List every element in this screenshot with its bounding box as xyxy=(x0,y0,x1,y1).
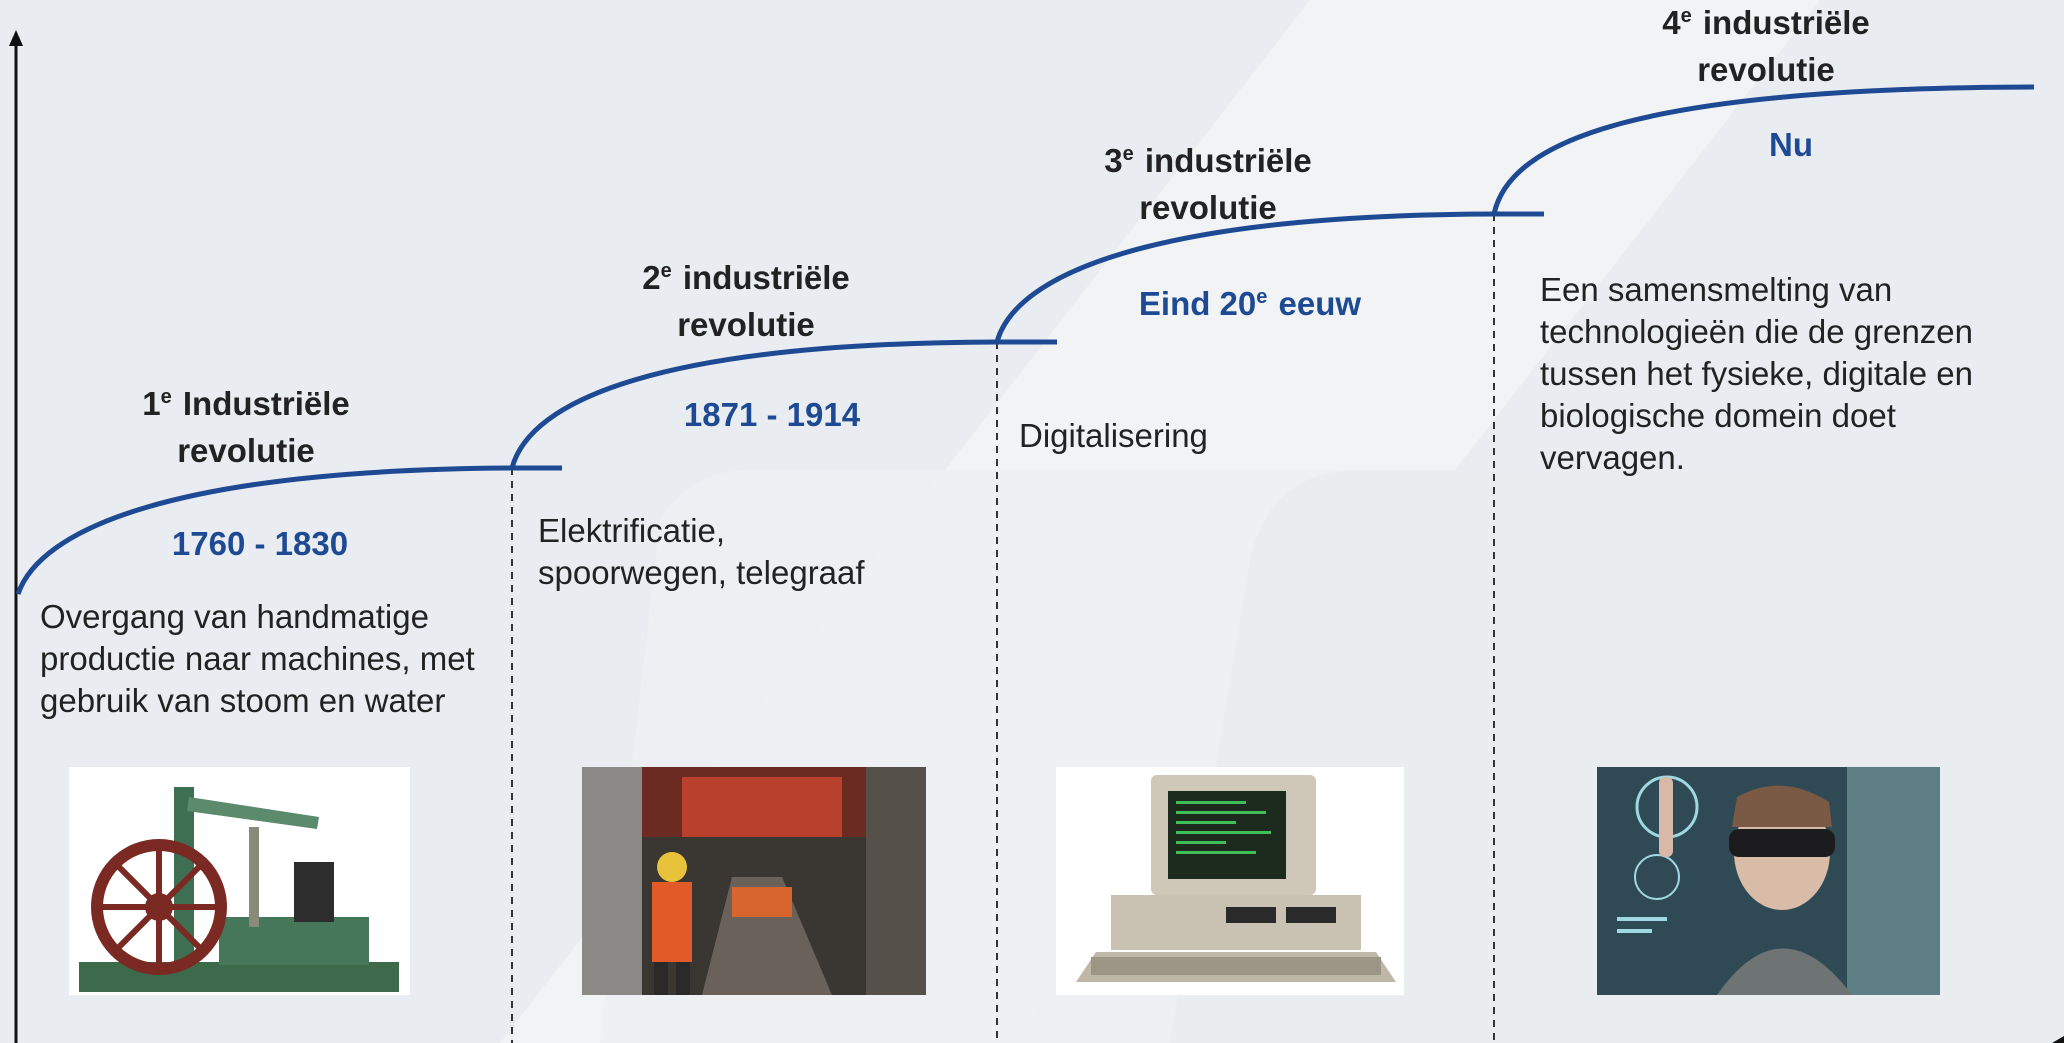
revolution-4-title-line2: revolutie xyxy=(1697,51,1835,88)
revolution-1-title-rest: Industriële xyxy=(173,385,350,422)
curve-4 xyxy=(1491,84,2035,215)
revolution-4-title-sup: e xyxy=(1680,5,1692,27)
y-axis-arrow xyxy=(9,30,23,46)
revolution-4-date: Nu xyxy=(1641,124,1941,166)
revolution-3-title-rest: industriële xyxy=(1135,142,1312,179)
revolution-2-description: Elektrificatie, spoorwegen, telegraaf xyxy=(538,512,865,591)
steam-engine-image xyxy=(69,767,410,995)
revolution-3-date: Eind 20e eeuw xyxy=(1100,283,1400,330)
revolution-4-description: Een samensmelting van technologieën die … xyxy=(1540,271,1974,476)
x-axis-arrow xyxy=(2052,1036,2064,1043)
revolution-4-title-rest: industriële xyxy=(1693,4,1870,41)
revolution-2-title-num: 2 xyxy=(642,259,661,296)
revolution-3-title: 3e industriële revolutie xyxy=(1062,140,1354,229)
steam-engine-icon xyxy=(69,767,410,995)
revolution-1-description: Overgang van handmatige productie naar m… xyxy=(40,598,475,719)
railway-workers-image xyxy=(582,767,926,995)
personal-computer-icon xyxy=(1056,767,1404,995)
revolution-2-date-text: 1871 - 1914 xyxy=(683,396,861,433)
revolution-4-title-num: 4 xyxy=(1662,4,1681,41)
revolution-3-description: Digitalisering xyxy=(1019,417,1208,454)
revolution-4-title: 4e industriële revolutie xyxy=(1620,2,1912,91)
revolution-2-date: 1871 - 1914 xyxy=(622,394,922,436)
curve-3 xyxy=(994,211,1544,343)
revolution-2-title-sup: e xyxy=(660,260,672,282)
revolution-1-date-text: 1760 - 1830 xyxy=(171,525,349,562)
mixed-reality-headset-image xyxy=(1597,767,1940,995)
curve-1 xyxy=(15,465,562,595)
railway-workers-icon xyxy=(582,767,926,995)
revolution-3-date-rest: eeuw xyxy=(1269,285,1362,322)
revolution-1-date: 1760 - 1830 xyxy=(110,523,410,565)
revolution-1-title-num: 1 xyxy=(142,385,161,422)
revolution-4-date-text: Nu xyxy=(1769,126,1813,163)
revolution-1-title: 1e Industriële revolutie xyxy=(100,383,392,472)
revolution-3-date-sup: e xyxy=(1256,286,1268,308)
revolution-1-title-line2: revolutie xyxy=(177,432,315,469)
revolution-1-title-sup: e xyxy=(160,386,172,408)
mixed-reality-headset-icon xyxy=(1597,767,1940,995)
revolution-3-title-num: 3 xyxy=(1104,142,1123,179)
revolution-3-title-sup: e xyxy=(1122,143,1134,165)
curve-2 xyxy=(509,339,1057,469)
revolution-2-title: 2e industriële revolutie xyxy=(600,257,892,346)
revolution-3-title-line2: revolutie xyxy=(1139,189,1277,226)
revolution-3-date-text: Eind 20 xyxy=(1138,285,1257,322)
personal-computer-image xyxy=(1056,767,1404,995)
revolution-2-title-line2: revolutie xyxy=(677,306,815,343)
revolution-2-title-rest: industriële xyxy=(673,259,850,296)
